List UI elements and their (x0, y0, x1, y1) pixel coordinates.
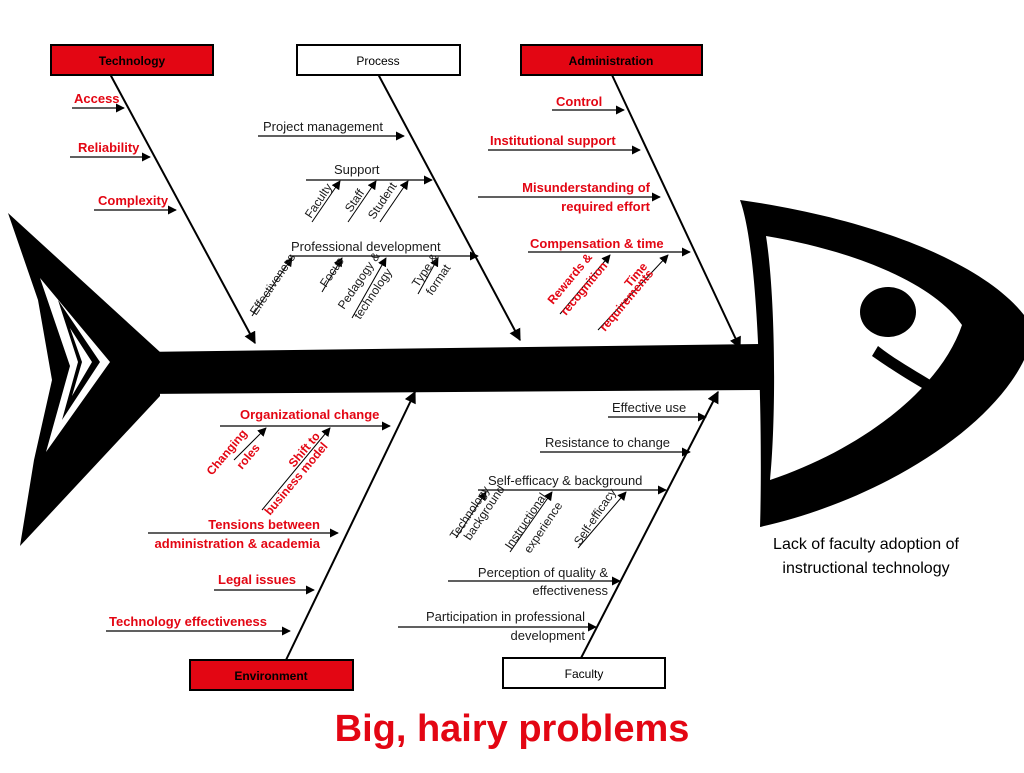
cause-support: Support (334, 162, 380, 177)
cause-tensions-line1: Tensions between (208, 517, 320, 532)
sub-cause-self-efficacy: Self-efficacy (571, 486, 619, 548)
category-technology: Technology (50, 44, 214, 76)
category-environment-label: Environment (234, 669, 307, 683)
category-faculty-label: Faculty (565, 667, 604, 681)
category-technology-label: Technology (99, 54, 166, 68)
main-bones (109, 73, 741, 661)
cause-resistance-to-change: Resistance to change (545, 435, 670, 450)
sub-cause-focus: Focus (317, 255, 347, 290)
environment-causes: Organizational change Changing roles Shi… (106, 407, 391, 636)
administration-causes: Control Institutional support Misunderst… (478, 94, 691, 334)
category-faculty: Faculty (502, 657, 666, 689)
sub-cause-effectiveness: Effectiveness (247, 251, 298, 318)
cause-project-management: Project management (263, 119, 383, 134)
category-environment: Environment (189, 659, 354, 691)
category-administration-label: Administration (569, 54, 654, 68)
category-administration: Administration (520, 44, 703, 76)
cause-compensation-time: Compensation & time (530, 236, 664, 251)
category-process-label: Process (356, 54, 399, 68)
problem-statement: Lack of faculty adoption of instructiona… (773, 536, 959, 577)
fish-mouth-icon (872, 346, 946, 398)
fish-tail (8, 213, 160, 546)
cause-technology-effectiveness: Technology effectiveness (109, 614, 267, 629)
category-process: Process (296, 44, 461, 76)
cause-misunderstanding-line1: Misunderstanding of (522, 180, 651, 195)
cause-legal-issues: Legal issues (218, 572, 296, 587)
fish-spine (140, 344, 760, 394)
fish-eye-icon (860, 287, 916, 337)
cause-complexity: Complexity (98, 193, 169, 208)
faculty-causes: Effective use Resistance to change Self-… (398, 400, 707, 643)
cause-misunderstanding-line2: required effort (561, 199, 651, 214)
slide-title: Big, hairy problems (334, 708, 690, 750)
cause-control: Control (556, 94, 602, 109)
sub-cause-faculty: Faculty (302, 181, 335, 221)
cause-tensions-line2: administration & academia (155, 536, 321, 551)
fish-head (740, 200, 1024, 527)
cause-effective-use: Effective use (612, 400, 686, 415)
cause-perception-line1: Perception of quality & (478, 565, 608, 580)
cause-participation-line1: Participation in professional (426, 609, 585, 624)
sub-cause-staff: Staff (342, 186, 368, 215)
technology-causes: Access Reliability Complexity (70, 91, 177, 215)
cause-participation-line2: development (511, 628, 586, 643)
cause-self-efficacy-background: Self-efficacy & background (488, 473, 642, 488)
process-causes: Project management Support Faculty Staff… (247, 119, 479, 322)
cause-access: Access (74, 91, 120, 106)
cause-organizational-change: Organizational change (240, 407, 379, 422)
cause-perception-line2: effectiveness (532, 583, 608, 598)
cause-reliability: Reliability (78, 140, 140, 155)
cause-institutional-support: Institutional support (490, 133, 616, 148)
cause-professional-development: Professional development (291, 239, 441, 254)
